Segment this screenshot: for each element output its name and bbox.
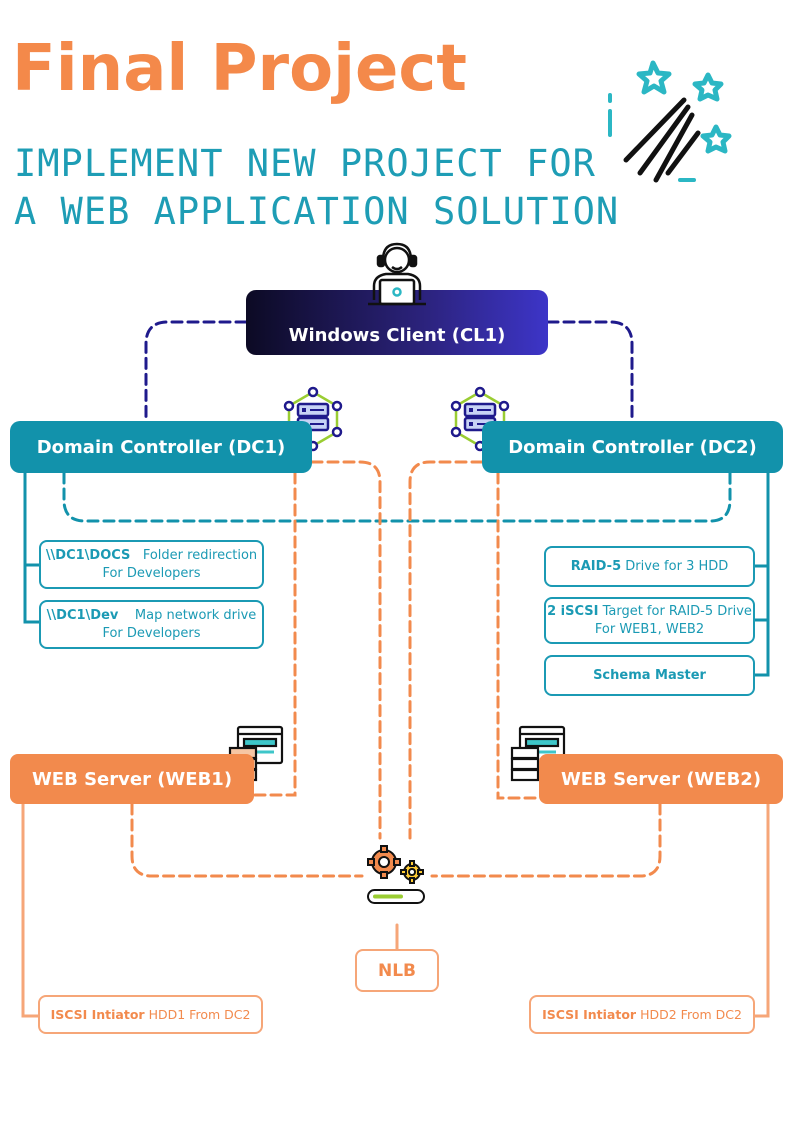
subtitle-line-2: A WEB APPLICATION SOLUTION (14, 190, 620, 233)
web1-iscsi-item: ISCSI Intiator HDD1 From DC2 (38, 995, 263, 1034)
dc2-schema-bold: Schema Master (593, 667, 706, 683)
web1-iscsi-desc: HDD1 From DC2 (148, 1007, 251, 1022)
dc2-schema-item: Schema Master (544, 655, 755, 696)
dc1-dev-path: \\DC1\Dev (46, 607, 119, 623)
web2-iscsi-desc: HDD2 From DC2 (640, 1007, 742, 1022)
dc2-box: Domain Controller (DC2) (482, 421, 783, 473)
dc2-iscsi-bold: 2 iSCSI (547, 603, 599, 619)
web1-box: WEB Server (WEB1) (10, 754, 254, 804)
page-subtitle: IMPLEMENT NEW PROJECT FOR A WEB APPLICAT… (14, 140, 619, 236)
dc1-box: Domain Controller (DC1) (10, 421, 312, 473)
web2-box: WEB Server (WEB2) (539, 754, 783, 804)
dc2-iscsi-desc2: For WEB1, WEB2 (594, 621, 705, 637)
web2-iscsi-bold: ISCSI Intiator (542, 1007, 637, 1022)
stars-icon (608, 60, 732, 183)
web2-iscsi-item: ISCSI Intiator HDD2 From DC2 (529, 995, 755, 1034)
dc1-dev-desc: Map network drive (134, 607, 257, 623)
dc1-docs-item: \\DC1\DOCS Folder redirection For Develo… (39, 540, 264, 589)
user-laptop-icon (368, 242, 426, 306)
dc2-raid-bold: RAID-5 (570, 558, 622, 574)
dc1-docs-desc2: For Developers (102, 565, 201, 581)
dc1-dev-item: \\DC1\Dev Map network drive For Develope… (39, 600, 264, 649)
web1-iscsi-bold: ISCSI Intiator (50, 1007, 145, 1022)
dc1-docs-path: \\DC1\DOCS (45, 547, 131, 563)
gears-icon (367, 845, 425, 904)
subtitle-line-1: IMPLEMENT NEW PROJECT FOR (14, 142, 596, 185)
dc2-iscsi-item: 2 iSCSI Target for RAID-5 Drive For WEB1… (544, 597, 755, 644)
dc2-raid-item: RAID-5 Drive for 3 HDD (544, 546, 755, 587)
page-title: Final Project (12, 32, 467, 106)
dc1-docs-desc: Folder redirection (142, 547, 258, 563)
nlb-box: NLB (355, 949, 439, 992)
dc2-raid-desc: Drive for 3 HDD (625, 558, 729, 574)
dc2-iscsi-desc: Target for RAID-5 Drive (602, 603, 752, 619)
dc1-dev-desc2: For Developers (102, 625, 201, 641)
